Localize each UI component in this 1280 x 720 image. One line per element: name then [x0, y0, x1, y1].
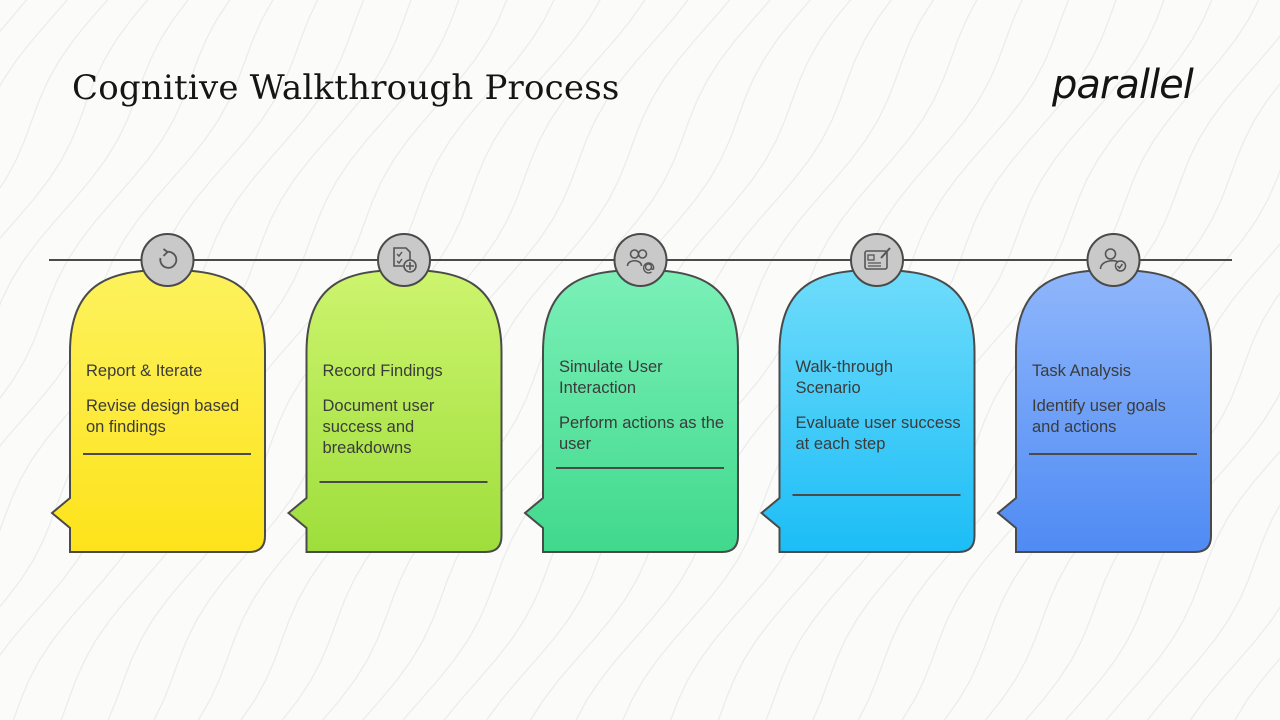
background-wave-line [1146, 503, 1280, 720]
step-title: Walk-through Scenario [795, 358, 894, 397]
parallel-logo: parallel [1052, 62, 1194, 108]
step-description: Revise design based on findings [86, 397, 240, 436]
user-check-icon [1099, 248, 1127, 272]
document-check-icon [393, 247, 417, 273]
background-wave-line [1189, 605, 1280, 720]
step-icon-circle [850, 233, 904, 287]
step-title: Task Analysis [1032, 362, 1132, 380]
step-card-shape [759, 268, 976, 553]
background-wave-line [0, 0, 231, 400]
step-icon-circle [140, 233, 195, 287]
step-description: Document user success and breakdowns [322, 397, 435, 457]
step-card [286, 233, 503, 553]
step-icon-circle [613, 233, 668, 287]
background-wave-line [529, 0, 978, 720]
step-card [996, 233, 1212, 553]
background-wave-line [0, 0, 109, 189]
step-description: Identify user goals and actions [1032, 397, 1166, 436]
refresh-icon [159, 248, 178, 269]
step-card-shape [523, 268, 739, 553]
background-wave-line [1064, 390, 1280, 720]
background-wave-line [1105, 450, 1280, 720]
background-wave-line [1024, 292, 1280, 720]
drawing-tablet-icon [864, 247, 891, 270]
step-description: Evaluate user success at each step [795, 414, 961, 453]
step-icon-circle [377, 233, 431, 287]
user-at-icon [626, 249, 655, 274]
step-title: Report & Iterate [86, 362, 203, 380]
background-wave-line [765, 0, 1213, 720]
step-card-shape [996, 268, 1212, 553]
step-title: Record Findings [322, 362, 443, 380]
step-card-shape [50, 268, 266, 553]
step-card [759, 233, 976, 553]
background-wave-line [0, 0, 149, 240]
step-card [50, 233, 266, 553]
background-wave-line [0, 0, 189, 307]
step-title: Simulate User Interaction [559, 358, 663, 397]
step-card [523, 233, 739, 553]
step-description: Perform actions as the user [559, 414, 725, 453]
background-wave-line [60, 0, 508, 720]
background-wave-line [321, 0, 771, 720]
page-title: Cognitive Walkthrough Process [72, 68, 620, 108]
